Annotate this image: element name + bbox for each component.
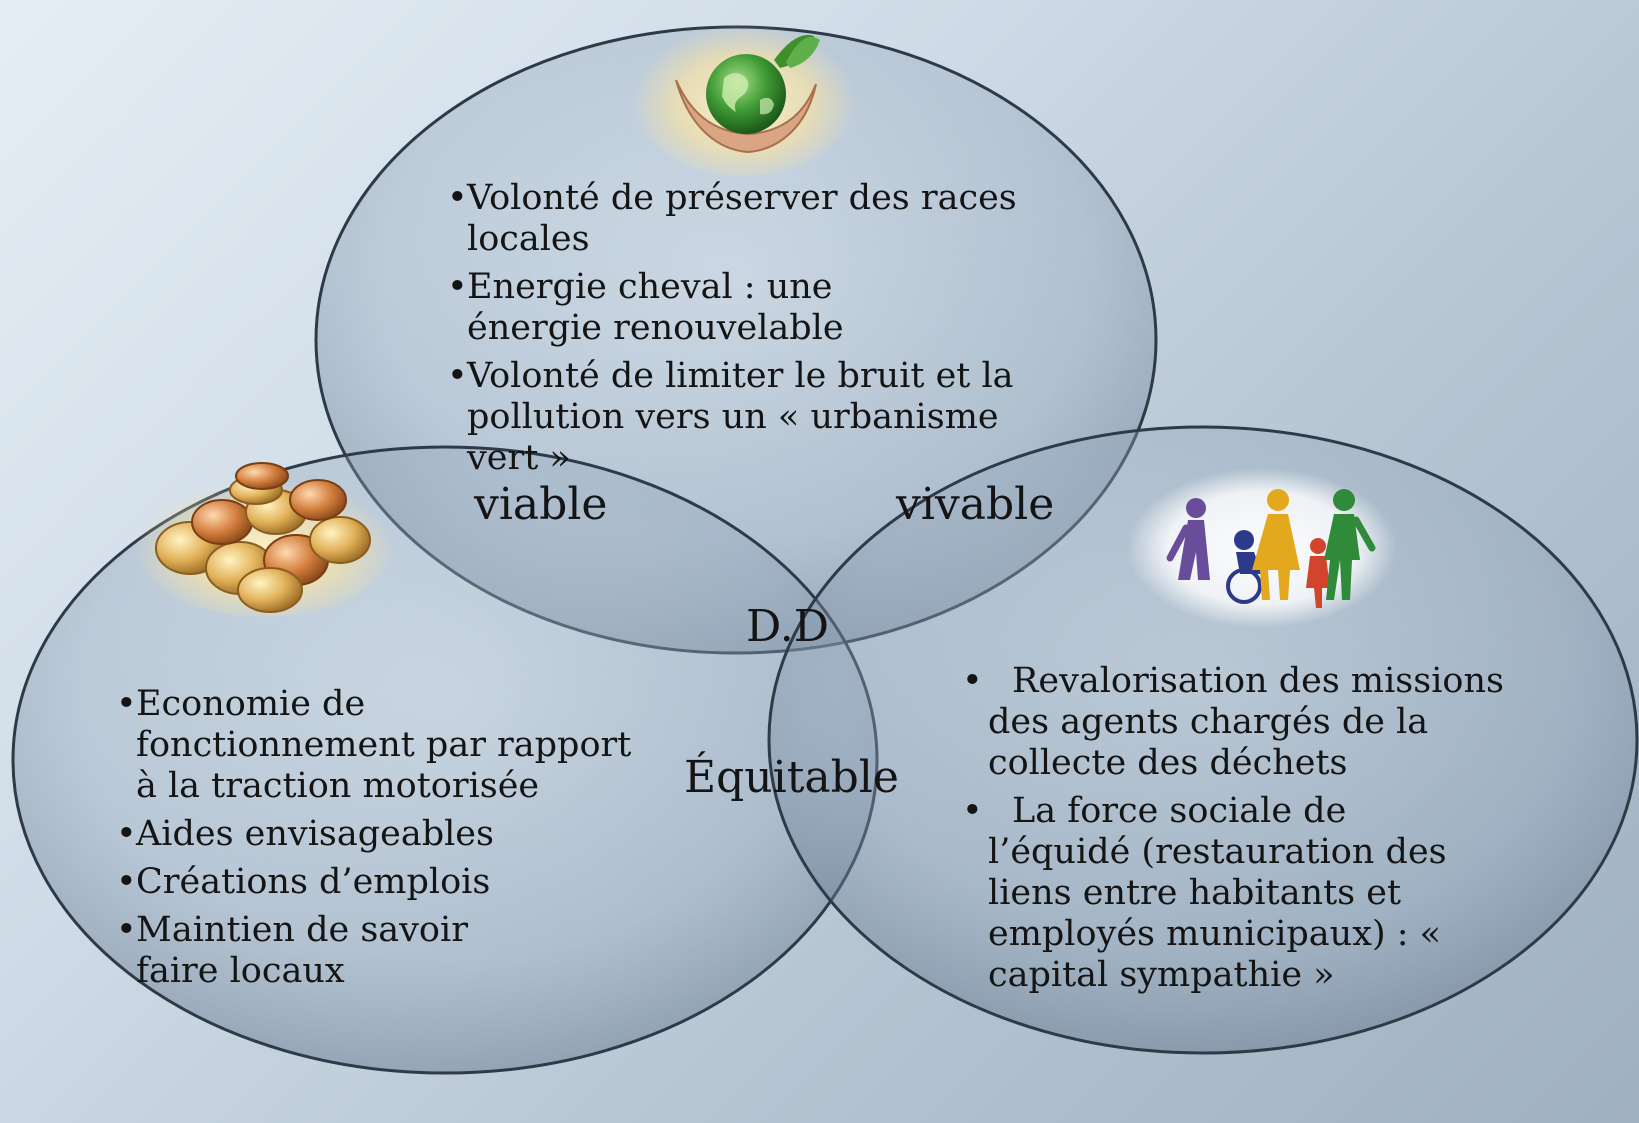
list-item: Maintien de savoir faire locaux: [116, 910, 556, 992]
label-center: D.D: [746, 601, 829, 652]
label-vivable: vivable: [896, 479, 1055, 530]
list-item: Aides envisageables: [116, 814, 646, 855]
list-item: Créations d’emplois: [116, 862, 646, 903]
list-item: Volonté de préserver des races locales: [447, 178, 1047, 260]
economy-text: Economie de fonctionnement par rapport à…: [116, 684, 646, 999]
environment-text: Volonté de préserver des races locales E…: [447, 178, 1047, 486]
family-people-icon: [1127, 468, 1397, 628]
list-item: Revalorisation des missions des agents c…: [960, 661, 1558, 784]
globe-in-hands-icon: [632, 16, 856, 176]
social-text: Revalorisation des missions des agents c…: [960, 661, 1560, 1003]
label-equitable: Équitable: [684, 752, 899, 803]
list-item: La force sociale de l’équidé (restaurati…: [960, 791, 1488, 996]
label-viable: viable: [474, 479, 608, 530]
list-item: Economie de fonctionnement par rapport à…: [116, 684, 636, 807]
list-item: Volonté de limiter le bruit et la pollut…: [447, 356, 1072, 479]
coins-icon: [134, 462, 394, 617]
list-item: Energie cheval : une énergie renouvelabl…: [447, 267, 942, 349]
